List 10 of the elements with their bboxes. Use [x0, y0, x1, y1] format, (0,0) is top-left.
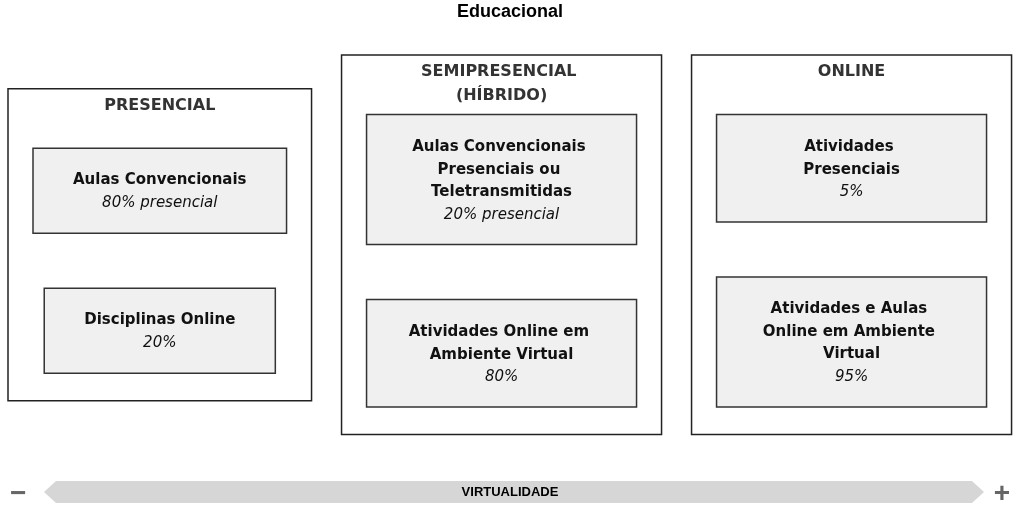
- node-box: Atividades Presenciais 5%: [716, 113, 988, 223]
- minus-sign: −: [10, 477, 27, 509]
- node-box: Aulas Convencionais Presenciais ou Teletransmitidas 20% presencial: [366, 113, 638, 245]
- diagram-title: Educacional: [456, 0, 564, 22]
- node-box: Disciplinas Online 20%: [43, 287, 277, 374]
- axis-label: VIRTUALIDADE: [461, 484, 559, 499]
- node-box: Atividades e Aulas Online em Ambiente Virtual 95%: [716, 276, 988, 408]
- node-box: Atividades Online em Ambiente Virtual 80%: [366, 298, 638, 408]
- node-box: Aulas Convencionais 80% presencial: [32, 147, 288, 234]
- plus-sign: +: [993, 477, 1010, 509]
